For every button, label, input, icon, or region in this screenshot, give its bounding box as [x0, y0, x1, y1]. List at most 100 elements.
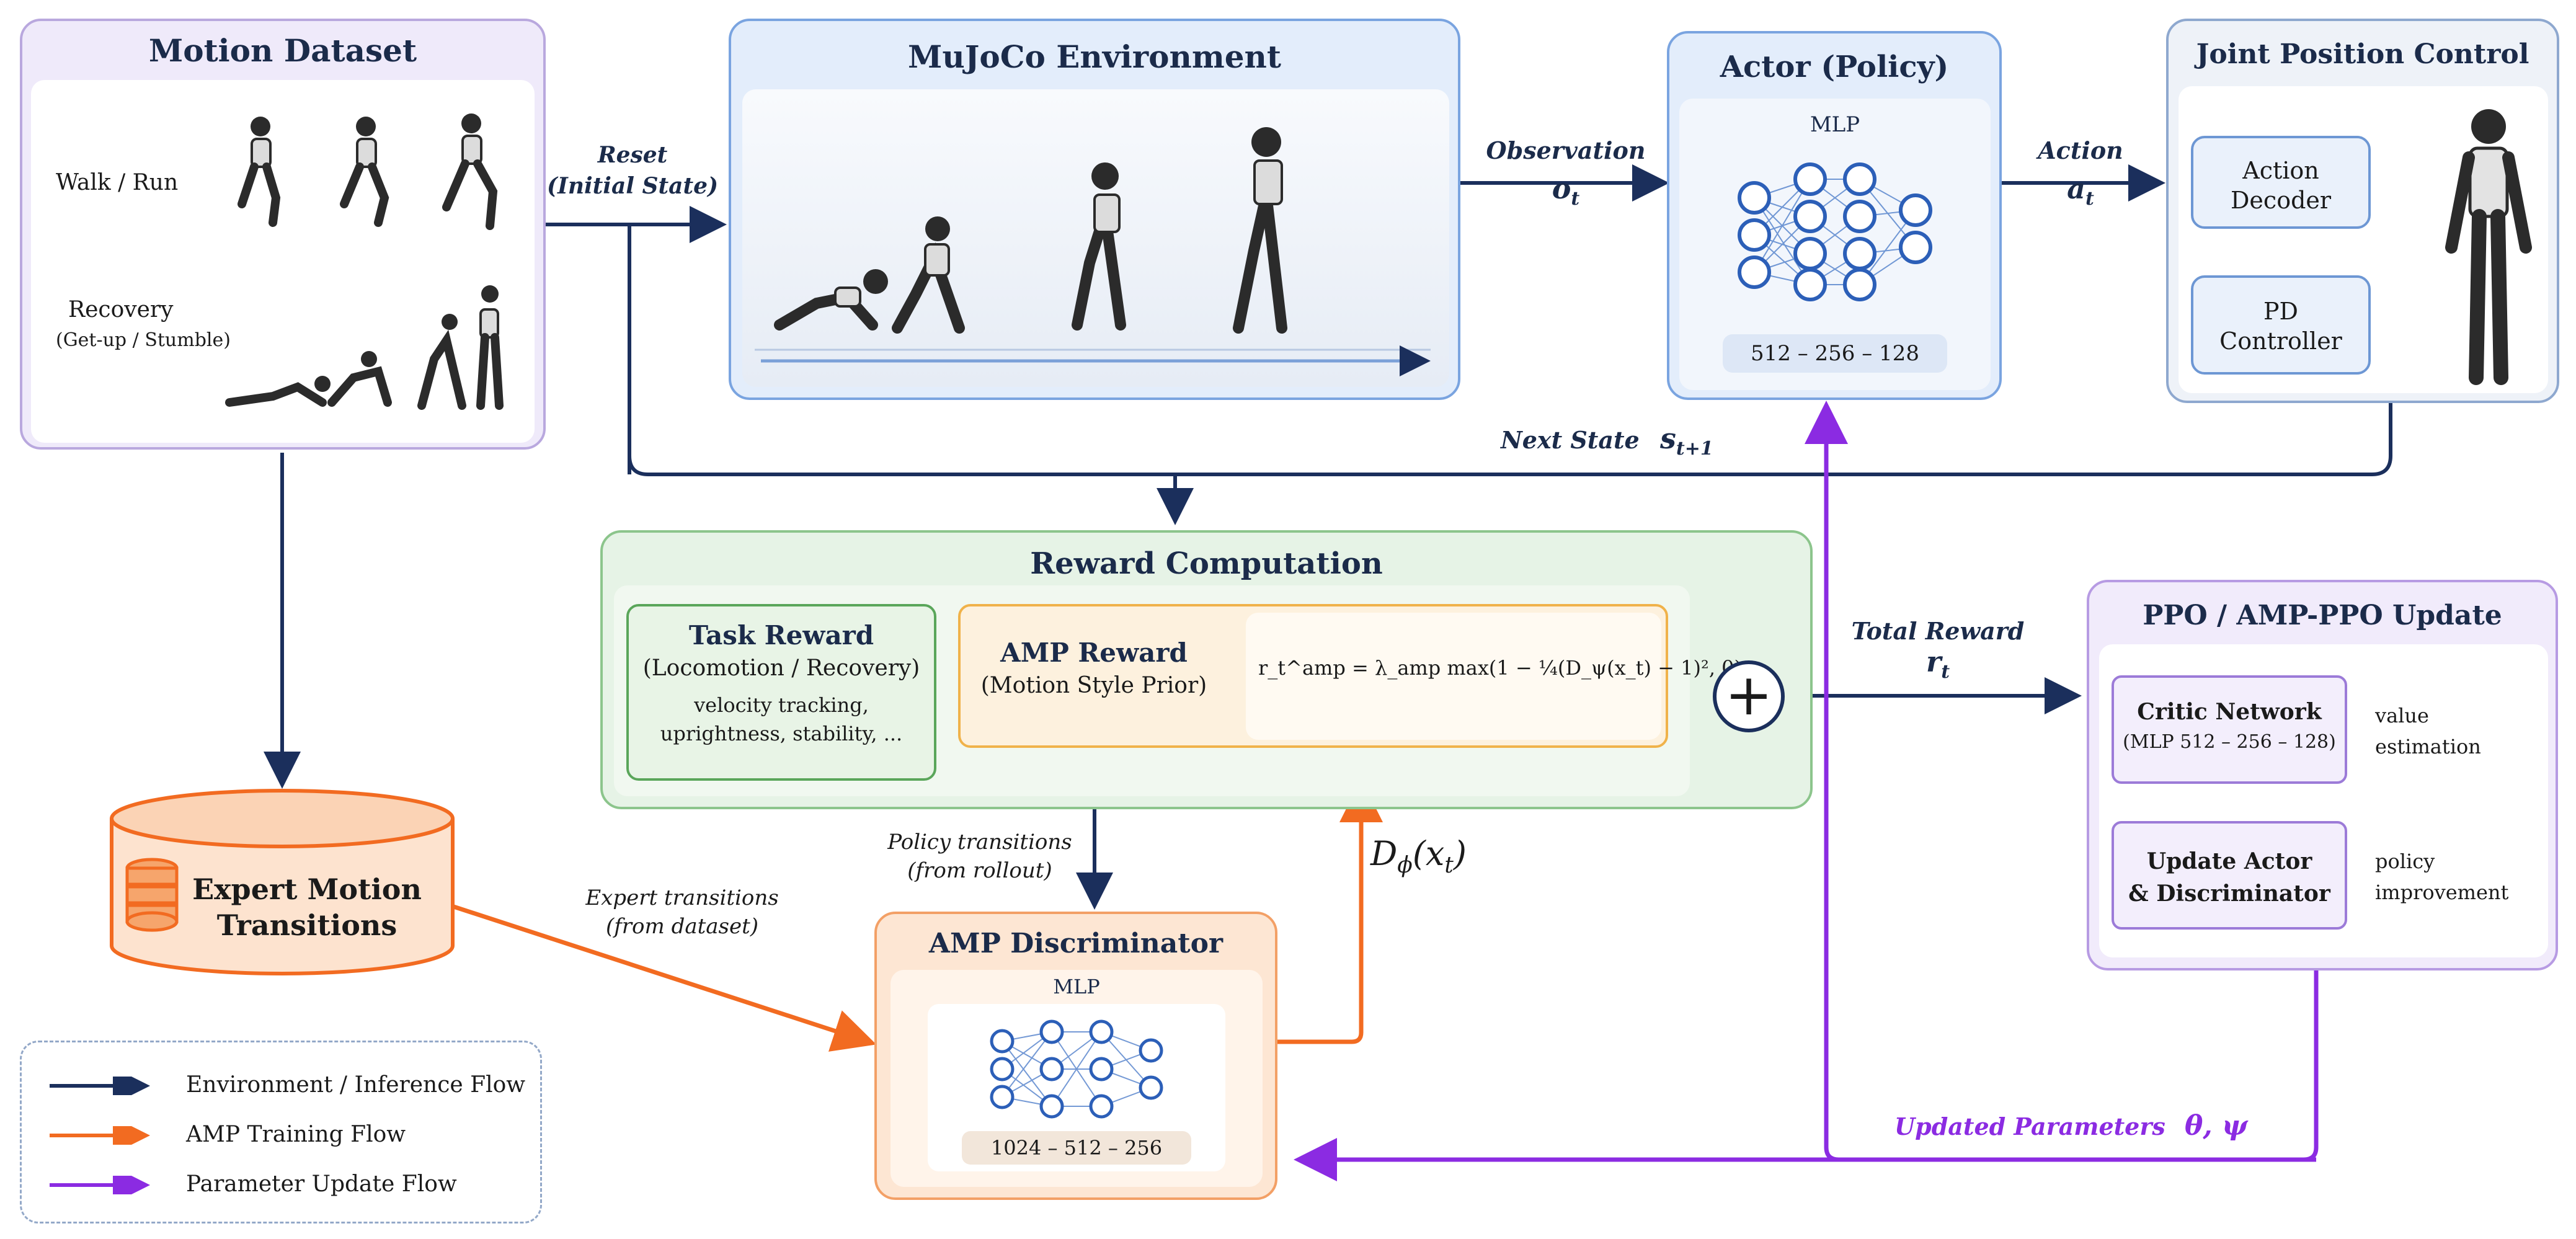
reward-title: Reward Computation [1030, 546, 1383, 581]
motion-dataset-panel: Motion Dataset Walk / Run Recovery (Get-… [20, 19, 546, 450]
expert-transitions-line1: Expert transitions [585, 886, 779, 910]
legend-purple-arrow [50, 1176, 150, 1194]
policy-transitions-label: Policy transitions (from rollout) [874, 828, 1085, 885]
expert-label-line2: Transitions [216, 908, 398, 942]
next-state-label: Next State st+1 [1501, 422, 1713, 460]
ppo-panel: PPO / AMP-PPO Update Critic Network (MLP… [2087, 580, 2558, 970]
pd-controller-box: PD Controller [2191, 275, 2371, 375]
critic-note-line1: value [2375, 704, 2429, 727]
motion-dataset-content: Walk / Run Recovery (Get-up / Stumble) [31, 80, 535, 443]
total-reward-label: Total Reward rt [1836, 617, 2040, 683]
observation-sub: t [1571, 188, 1580, 210]
policy-transitions-line2: (from rollout) [907, 858, 1052, 883]
action-decoder-line2: Decoder [2230, 187, 2332, 214]
joint-control-panel: Joint Position Control Action Decoder PD… [2166, 19, 2559, 403]
updated-params-text: Updated Parameters [1894, 1112, 2165, 1140]
expert-transitions-label: Expert transitions (from dataset) [564, 884, 800, 941]
arrow-next-state [628, 403, 2392, 476]
joint-control-title: Joint Position Control [2196, 38, 2529, 70]
critic-network-dims: (MLP 512 – 256 – 128) [2123, 731, 2336, 753]
ppo-inner: Critic Network (MLP 512 – 256 – 128) val… [2099, 644, 2548, 957]
joint-control-content: Action Decoder PD Controller [2178, 86, 2548, 393]
update-actor-box: Update Actor & Discriminator [2112, 821, 2347, 930]
amp-reward-sub: (Motion Style Prior) [980, 673, 1207, 698]
critic-network-title: Critic Network [2137, 699, 2322, 725]
action-sym: a [2067, 172, 2085, 205]
amp-formula: r_t^amp = λ_amp max(1 − ¼(D_ψ(x_t) − 1)²… [1258, 656, 1742, 680]
critic-network-box: Critic Network (MLP 512 – 256 – 128) [2112, 675, 2347, 784]
legend-label-param: Parameter Update Flow [186, 1171, 457, 1197]
action-label: Action at [2009, 136, 2152, 210]
action-text: Action [2038, 136, 2123, 164]
discriminator-mlp-box: MLP 1024 – 512 – 256 [890, 970, 1263, 1187]
action-decoder-line1: Action [2242, 157, 2319, 184]
action-symbol: at [2009, 172, 2152, 210]
discriminator-dims: 1024 – 512 – 256 [962, 1131, 1191, 1165]
walk-run-label: Walk / Run [56, 170, 179, 195]
pd-controller-line2: Controller [2219, 327, 2342, 355]
expert-motion-label: Expert Motion Transitions [180, 871, 434, 943]
mujoco-scene [742, 89, 1449, 387]
task-reward-desc2: uprightness, stability, ... [660, 722, 903, 745]
amp-reward-labels: AMP Reward (Motion Style Prior) [961, 637, 1227, 698]
total-reward-text: Total Reward [1851, 617, 2025, 645]
legend-label-amp: AMP Training Flow [186, 1122, 406, 1147]
next-state-sym: s [1659, 422, 1676, 455]
robot-standing [2445, 109, 2532, 385]
observation-sym: o [1552, 172, 1571, 205]
total-reward-sym: r [1925, 645, 1942, 678]
critic-note: value estimation [2375, 700, 2481, 762]
task-reward-sub: (Locomotion / Recovery) [642, 655, 920, 681]
observation-text: Observation [1486, 136, 1646, 164]
actor-panel: Actor (Policy) MLP 512 – 256 – 128 [1667, 31, 2002, 400]
d-phi-D: D [1370, 834, 1398, 873]
discriminator-title: AMP Discriminator [928, 928, 1224, 959]
action-decoder-box: Action Decoder [2191, 136, 2371, 229]
update-note-line1: policy [2375, 850, 2435, 873]
expert-motion-db [110, 789, 455, 975]
actor-title: Actor (Policy) [1720, 50, 1949, 84]
actor-network-icon [1738, 162, 1932, 301]
task-reward-title: Task Reward [688, 620, 874, 651]
update-note: policy improvement [2375, 846, 2508, 908]
legend-item-param: Parameter Update Flow [47, 1166, 530, 1204]
actor-mlp-box: MLP 512 – 256 – 128 [1679, 99, 1991, 390]
update-actor-line1: Update Actor [2146, 848, 2312, 874]
expert-label-line1: Expert Motion [192, 873, 422, 906]
critic-note-line2: estimation [2375, 735, 2481, 758]
legend-item-amp: AMP Training Flow [47, 1117, 530, 1154]
observation-label: Observation ot [1476, 136, 1656, 210]
discriminator-network-icon [990, 1019, 1163, 1119]
recovery-label: Recovery [68, 297, 174, 322]
total-reward-symbol: rt [1836, 645, 2040, 683]
observation-symbol: ot [1476, 172, 1656, 210]
arrow-expert-transitions [439, 900, 877, 1052]
arrow-d-phi [1277, 779, 1383, 1044]
next-state-symbol: st+1 [1659, 422, 1713, 460]
discriminator-network-frame: 1024 – 512 – 256 [928, 1004, 1225, 1171]
amp-reward-box: AMP Reward (Motion Style Prior) r_t^amp … [958, 604, 1742, 748]
robot-figures-env [755, 127, 1431, 376]
discriminator-mlp-label: MLP [1053, 975, 1100, 998]
total-reward-sub: t [1941, 661, 1950, 683]
amp-reward-title: AMP Reward [1000, 637, 1188, 668]
d-phi-arg-sub: t [1444, 852, 1454, 878]
expert-transitions-line2: (from dataset) [605, 914, 759, 939]
ppo-title: PPO / AMP-PPO Update [2143, 600, 2502, 631]
updated-params-sym: θ, ψ [2185, 1110, 2248, 1142]
d-phi-label: Dϕ(xt) [1370, 834, 1467, 878]
legend-orange-arrow [50, 1126, 150, 1145]
mujoco-panel: MuJoCo Environment [729, 19, 1460, 400]
task-reward-desc1: velocity tracking, [694, 693, 869, 717]
policy-transitions-line1: Policy transitions [887, 830, 1072, 855]
reset-label-line2: (Initial State) [546, 173, 719, 199]
update-actor-line2: & Discriminator [2128, 881, 2330, 907]
database-icon [125, 858, 179, 932]
legend: Environment / Inference Flow AMP Trainin… [20, 1041, 542, 1223]
update-note-line2: improvement [2375, 881, 2509, 904]
d-phi-sub: ϕ [1397, 852, 1413, 878]
d-phi-arg: (x [1412, 834, 1445, 873]
reward-inner: Task Reward (Locomotion / Recovery) velo… [614, 585, 1742, 796]
mujoco-title: MuJoCo Environment [908, 38, 1281, 75]
